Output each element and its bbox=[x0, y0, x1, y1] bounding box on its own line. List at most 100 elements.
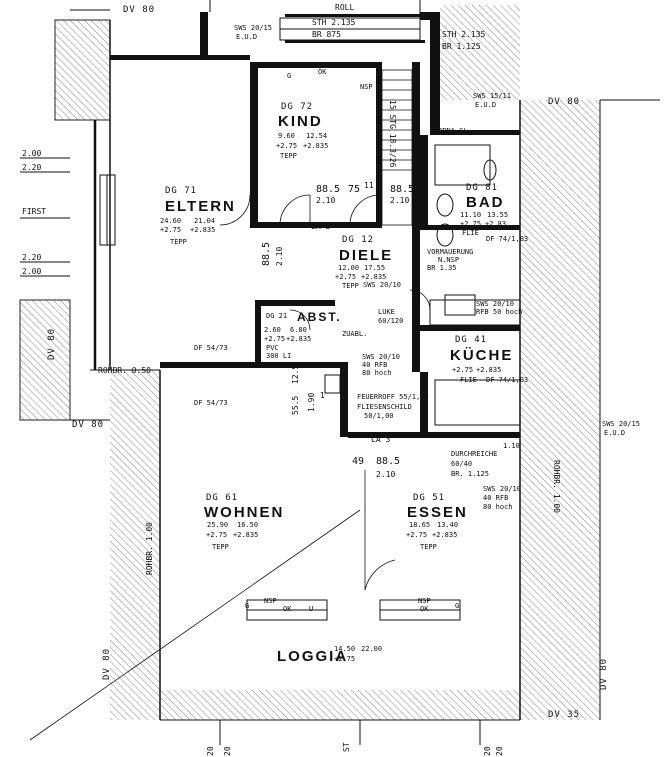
dim-885-b: 88.5 bbox=[390, 184, 415, 195]
sws-eud-label-1: SWS 20/15 bbox=[234, 24, 272, 32]
room-h2-eltern: +2.835 bbox=[190, 226, 216, 234]
dv80-bottom-left: DV 80 bbox=[102, 647, 112, 680]
room-code-kueche: DG 41 bbox=[455, 335, 488, 345]
nnsp-label: N.NSP bbox=[438, 256, 460, 264]
br-135-label: BR 1.35 bbox=[427, 264, 457, 272]
dim-210-c: 2.10 bbox=[275, 246, 284, 266]
loggia-area: 14.50 bbox=[334, 645, 356, 653]
dim-49: 49 bbox=[352, 456, 365, 467]
durchreiche-br: BR. 1.125 bbox=[451, 470, 489, 478]
eud-label-1: E.U.D bbox=[236, 33, 258, 41]
orna-label: ORNA GL bbox=[438, 127, 468, 135]
dim-210-b: 2.10 bbox=[390, 196, 410, 205]
rfb-80-a2: 80 hoch bbox=[362, 369, 392, 377]
room-floor-kueche: FLIE bbox=[460, 376, 477, 384]
room-code-kind: DG 72 bbox=[281, 102, 314, 112]
room-floor-wohnen: TEPP bbox=[212, 543, 229, 551]
rfb-50-label: RFB 50 hoch bbox=[476, 308, 523, 316]
room-h1-abst: +2.75 bbox=[264, 335, 286, 343]
la3-label-b: LA 3 bbox=[371, 435, 391, 444]
room-code-essen: DG 51 bbox=[413, 493, 446, 503]
room-name-diele: DIELE bbox=[339, 247, 394, 264]
room-name-bad: BAD bbox=[466, 194, 505, 211]
feuerroff-label: FEUERROFF 55/1,50 bbox=[357, 393, 429, 401]
durchreiche-dim: 60/40 bbox=[451, 460, 473, 468]
df-5473-a: DF 54/73 bbox=[194, 344, 228, 352]
room-h2-kind: +2.835 bbox=[303, 142, 329, 150]
room-area-eltern: 24.60 bbox=[160, 217, 182, 225]
df-741-b: DF 74/1,03 bbox=[486, 376, 529, 384]
room-area-diele: 12.00 bbox=[338, 264, 360, 272]
room-perimeter-essen: 13.40 bbox=[437, 521, 459, 529]
dim-885-c: 88.5 bbox=[261, 241, 272, 266]
structure-lines bbox=[20, 0, 660, 745]
room-name-eltern: ELTERN bbox=[165, 198, 236, 215]
room-floor-bad: FLIE bbox=[462, 229, 479, 237]
room-perimeter-eltern: 21.04 bbox=[194, 217, 216, 225]
room-h1-bad: +2.75 bbox=[460, 220, 482, 228]
level-200-b: 2.00 bbox=[22, 267, 42, 276]
luke-dim: 60/120 bbox=[378, 317, 404, 325]
dim-1: 1 bbox=[320, 391, 325, 400]
u-mark-window: U bbox=[309, 605, 314, 613]
rfb-80-b2: 80 hoch bbox=[483, 503, 513, 511]
room-perimeter-diele: 17.55 bbox=[364, 264, 386, 272]
first-label: FIRST bbox=[22, 207, 47, 216]
dv80-left2-label: DV 80 bbox=[72, 420, 105, 430]
dv80-left-label: DV 80 bbox=[47, 327, 57, 360]
room-name-kueche: KÜCHE bbox=[450, 347, 514, 364]
dv80-right-label: DV 80 bbox=[548, 97, 581, 107]
fliesenschild-label: FLIESENSCHILD bbox=[357, 403, 412, 411]
dim-11: 11 bbox=[364, 181, 374, 190]
loggia-h1: +2.75 bbox=[334, 655, 356, 663]
zuabl-label: ZUABL. bbox=[342, 330, 368, 338]
room-h2-bad: +2.83 bbox=[485, 220, 507, 228]
sws-2015-c: SWS 20/15 bbox=[602, 420, 640, 428]
room-name-wohnen: WOHNEN bbox=[204, 504, 285, 521]
dim-110: 1.10 bbox=[503, 442, 520, 450]
dv80-bottom-right: DV 80 bbox=[599, 657, 609, 690]
sws-eud-label-2: SWS 15/11 bbox=[473, 92, 511, 100]
room-name-abst: ABST. bbox=[297, 310, 342, 324]
rfb-80-a: 40 RFB bbox=[362, 361, 388, 369]
ok-label: OK bbox=[318, 68, 327, 76]
rohbr-050-label: ROHBR. 0.50 bbox=[98, 366, 151, 375]
g-window-2: G bbox=[455, 602, 460, 610]
dim-125: 12.5 bbox=[291, 364, 300, 384]
nsp-label: NSP bbox=[360, 83, 373, 91]
room-perimeter-bad: 13.55 bbox=[487, 211, 509, 219]
stair-label: 15 STG 18.3/26 bbox=[388, 100, 397, 168]
eud-label-3: E.U.D bbox=[604, 429, 626, 437]
room-code-eltern: DG 71 bbox=[165, 186, 198, 196]
stairs bbox=[381, 69, 413, 226]
fliesen-dim: 50/1,00 bbox=[364, 412, 394, 420]
g-label: G bbox=[287, 72, 292, 80]
sws-2010-a: SWS 20/10 bbox=[363, 281, 401, 289]
room-floor-eltern: TEPP bbox=[170, 238, 187, 246]
rohbr-100-right: ROHBR. 1.00 bbox=[552, 460, 561, 513]
br-label-2: BR 1.125 bbox=[442, 42, 481, 51]
room-area-abst: 2.60 bbox=[264, 326, 281, 334]
dv35-label: DV 35 bbox=[548, 710, 581, 720]
dim-210-d: 2.10 bbox=[376, 470, 396, 479]
room-h2-diele: +2.835 bbox=[361, 273, 387, 281]
room-perimeter-abst: 6.80 bbox=[290, 326, 307, 334]
walls bbox=[110, 12, 520, 438]
nsp-window-1: NSP bbox=[264, 597, 277, 605]
room-name-essen: ESSEN bbox=[407, 504, 468, 521]
axis-mark-20-a: 20 bbox=[206, 746, 215, 756]
room-perimeter-wohnen: 16.50 bbox=[237, 521, 259, 529]
sth-label-2: STH 2.135 bbox=[442, 30, 486, 39]
eud-label-2: E.U.D bbox=[475, 101, 497, 109]
room-h1-essen: +2.75 bbox=[406, 531, 428, 539]
rohbr-100-left: ROHBR. 1.00 bbox=[145, 522, 154, 575]
dim-555: 55.5 bbox=[291, 395, 300, 415]
dim-210-a: 2.10 bbox=[316, 196, 336, 205]
nsp-window-2: NSP bbox=[418, 597, 431, 605]
sws-2010-d: SWS 20/10 bbox=[483, 485, 521, 493]
room-h1-diele: +2.75 bbox=[335, 273, 357, 281]
df-5473-b: DF 54/73 bbox=[194, 399, 228, 407]
sws-2010-b: SWS 20/10 bbox=[362, 353, 400, 361]
level-200-a: 2.00 bbox=[22, 149, 42, 158]
